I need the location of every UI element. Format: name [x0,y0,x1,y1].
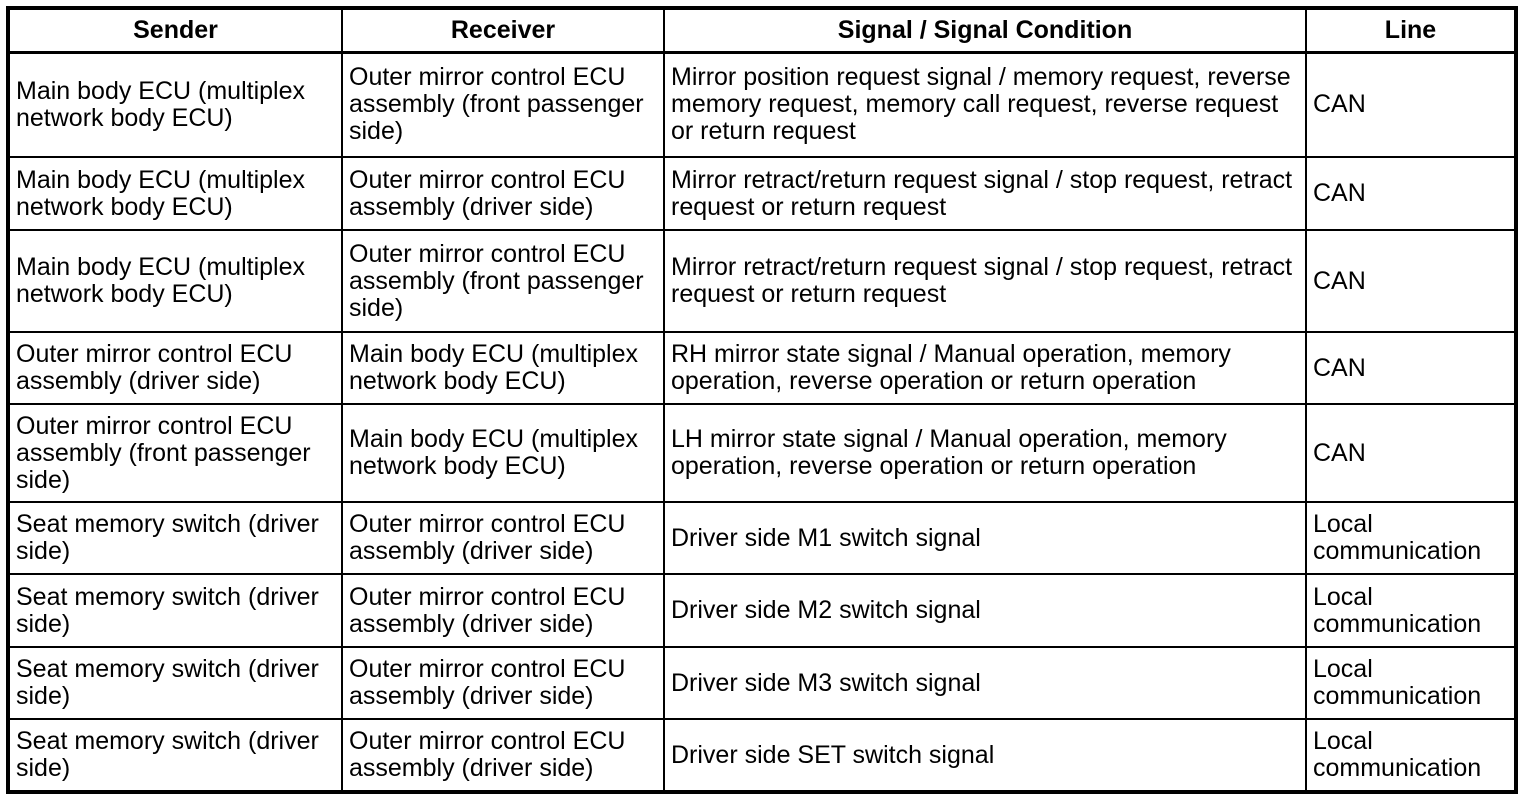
cell-receiver: Main body ECU (multiplex network body EC… [341,403,665,503]
table-row: Seat memory switch (driver side) Outer m… [7,573,1517,648]
cell-signal: Mirror position request signal / memory … [663,51,1307,158]
cell-receiver: Outer mirror control ECU assembly (drive… [341,501,665,575]
cell-line: CAN [1305,229,1517,333]
column-header-receiver: Receiver [341,7,665,54]
table-row: Seat memory switch (driver side) Outer m… [7,718,1517,793]
cell-sender: Outer mirror control ECU assembly (front… [7,403,343,503]
cell-line: Local communication [1305,718,1517,793]
cell-receiver: Outer mirror control ECU assembly (drive… [341,718,665,793]
column-header-line: Line [1305,7,1517,54]
cell-sender: Main body ECU (multiplex network body EC… [7,229,343,333]
cell-receiver: Outer mirror control ECU assembly (front… [341,51,665,158]
header-row: Sender Receiver Signal / Signal Conditio… [7,7,1517,54]
table-row: Seat memory switch (driver side) Outer m… [7,646,1517,720]
cell-line: Local communication [1305,646,1517,720]
cell-line: Local communication [1305,573,1517,648]
cell-sender: Seat memory switch (driver side) [7,646,343,720]
cell-sender: Outer mirror control ECU assembly (drive… [7,331,343,405]
column-header-signal: Signal / Signal Condition [663,7,1307,54]
table-row: Outer mirror control ECU assembly (drive… [7,331,1517,405]
cell-line: CAN [1305,331,1517,405]
column-header-sender: Sender [7,7,343,54]
table-row: Outer mirror control ECU assembly (front… [7,403,1517,503]
cell-receiver: Outer mirror control ECU assembly (front… [341,229,665,333]
cell-signal: Driver side M1 switch signal [663,501,1307,575]
cell-signal: Driver side M2 switch signal [663,573,1307,648]
table-row: Main body ECU (multiplex network body EC… [7,51,1517,158]
cell-sender: Seat memory switch (driver side) [7,573,343,648]
table-row: Main body ECU (multiplex network body EC… [7,156,1517,231]
cell-sender: Main body ECU (multiplex network body EC… [7,156,343,231]
cell-signal: Mirror retract/return request signal / s… [663,156,1307,231]
cell-signal: Driver side SET switch signal [663,718,1307,793]
signal-table: Sender Receiver Signal / Signal Conditio… [6,6,1518,794]
table-row: Seat memory switch (driver side) Outer m… [7,501,1517,575]
table-row: Main body ECU (multiplex network body EC… [7,229,1517,333]
cell-receiver: Main body ECU (multiplex network body EC… [341,331,665,405]
cell-sender: Seat memory switch (driver side) [7,718,343,793]
cell-signal: RH mirror state signal / Manual operatio… [663,331,1307,405]
cell-line: Local communication [1305,501,1517,575]
cell-receiver: Outer mirror control ECU assembly (drive… [341,573,665,648]
cell-sender: Seat memory switch (driver side) [7,501,343,575]
cell-signal: Driver side M3 switch signal [663,646,1307,720]
cell-sender: Main body ECU (multiplex network body EC… [7,51,343,158]
cell-receiver: Outer mirror control ECU assembly (drive… [341,646,665,720]
cell-signal: Mirror retract/return request signal / s… [663,229,1307,333]
cell-line: CAN [1305,51,1517,158]
cell-signal: LH mirror state signal / Manual operatio… [663,403,1307,503]
cell-receiver: Outer mirror control ECU assembly (drive… [341,156,665,231]
cell-line: CAN [1305,156,1517,231]
cell-line: CAN [1305,403,1517,503]
